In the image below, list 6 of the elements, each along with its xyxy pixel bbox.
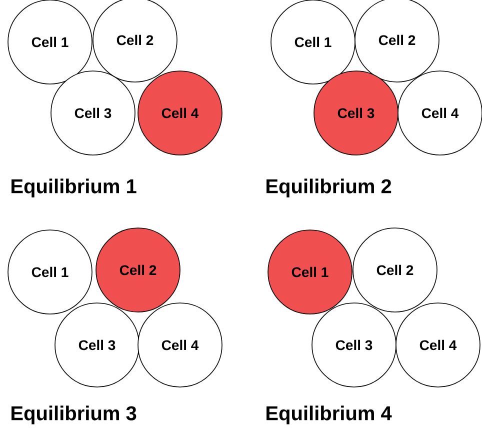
equilibrium-title: Equilibrium 2 [266,178,392,198]
equilibrium-title: Equilibrium 1 [12,178,136,198]
equilibrium-title: Equilibrium 4 [266,406,392,424]
node-label: Cell 4 [422,108,459,118]
node-label: Cell 4 [420,340,457,350]
equilibrium-title: Equilibrium 3 [12,406,136,424]
